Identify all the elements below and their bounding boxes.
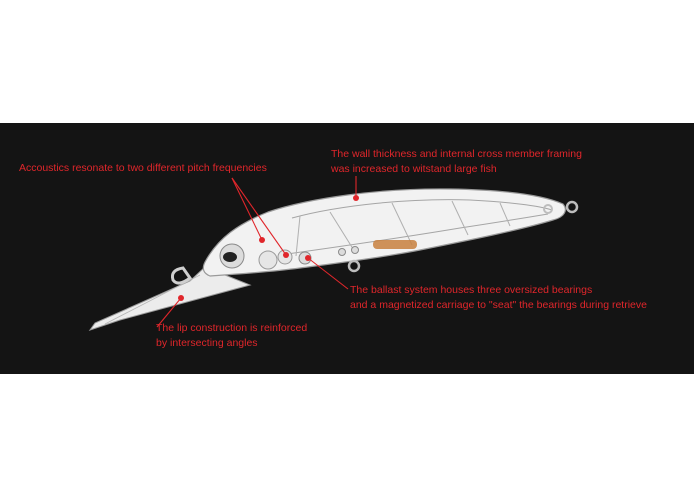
cross-member-1	[329, 211, 356, 253]
tail-hanger	[565, 200, 579, 214]
callout-ballast-line1: The ballast system houses three oversize…	[350, 284, 593, 296]
cross-member-3	[451, 200, 469, 236]
marker-acoustics-2	[283, 252, 289, 258]
cross-member-5	[295, 215, 301, 257]
marker-wall	[353, 195, 359, 201]
callout-lip: The lip construction is reinforced by in…	[156, 321, 307, 351]
top-eye	[543, 204, 553, 214]
leader-ballast	[307, 257, 349, 290]
cross-member-4	[499, 202, 511, 227]
leader-acoustics-2	[231, 177, 287, 256]
callout-lip-line2: by intersecting angles	[156, 337, 258, 349]
line-tie	[171, 266, 193, 285]
leader-acoustics-1	[231, 177, 263, 241]
internal-frame-lower	[279, 213, 549, 256]
belly-hanger	[347, 259, 361, 273]
diving-lip	[88, 266, 252, 331]
callout-lip-line1: The lip construction is reinforced	[156, 322, 308, 334]
lure-illustration	[88, 176, 579, 331]
internal-frame-upper	[291, 199, 553, 219]
callout-wall: The wall thickness and internal cross me…	[331, 147, 582, 177]
bearing-2	[338, 248, 346, 256]
callout-ballast-line2: and a magnetized carriage to "seat" the …	[350, 299, 647, 311]
callout-ballast: The ballast system houses three oversize…	[350, 283, 647, 313]
bearing-3	[351, 246, 359, 254]
callout-acoustics-line1: Accoustics resonate to two different pit…	[19, 162, 267, 174]
lure-body	[202, 188, 566, 277]
callout-acoustics: Accoustics resonate to two different pit…	[19, 161, 267, 176]
acoustic-chamber-1	[258, 250, 278, 270]
cross-member-2	[391, 202, 413, 246]
marker-ballast	[305, 255, 311, 261]
callout-wall-line1: The wall thickness and internal cross me…	[331, 148, 582, 160]
marker-lip	[178, 295, 184, 301]
leader-lip	[156, 297, 182, 328]
eye-icon	[223, 252, 237, 262]
marker-acoustics-1	[259, 237, 265, 243]
magnetized-carriage	[373, 240, 417, 249]
callout-wall-line2: was increased to witstand large fish	[331, 163, 497, 175]
